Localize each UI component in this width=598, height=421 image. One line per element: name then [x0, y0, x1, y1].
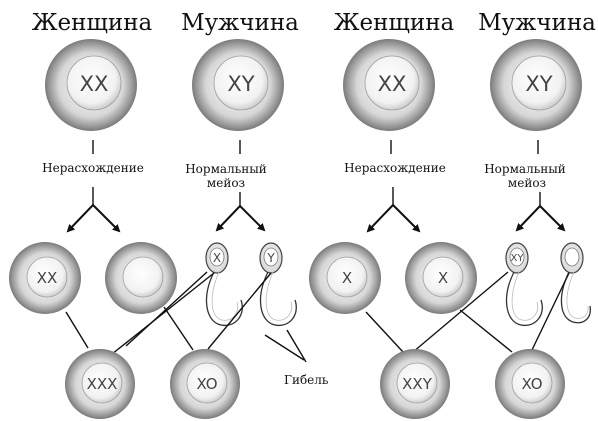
zygote-chromosome-label: XO — [196, 375, 217, 393]
sperm-cell: Y — [260, 243, 296, 325]
male-split-arrows — [217, 192, 264, 230]
egg-cell: XX — [9, 242, 81, 314]
sperm-chromosome-label: X — [213, 251, 221, 265]
egg-cell: X — [405, 242, 477, 314]
sperm-cell: XY — [506, 243, 542, 325]
zygote-cell: XO — [495, 349, 565, 419]
female-chromosome-label: XX — [378, 72, 407, 96]
egg-chromosome-label: X — [438, 269, 448, 287]
female-chromosome-label: XX — [80, 72, 109, 96]
male-title: Мужчина — [478, 10, 596, 36]
male-process-label-line2: мейоз — [207, 176, 245, 190]
male-parent-cell: XY — [192, 39, 284, 131]
male-chromosome-label: XY — [525, 72, 552, 96]
male-process-label-line1: Нормальный — [185, 162, 267, 176]
female-title: Женщина — [334, 10, 455, 36]
female-split-arrows — [368, 187, 419, 231]
female-split-arrows — [68, 187, 119, 231]
panel-2: Женщина Мужчина XX XY Нерасхождение Норм… — [309, 10, 596, 419]
zygote-cell: XXX — [65, 349, 135, 419]
zygote-cell: XO — [170, 349, 240, 419]
female-process-label: Нерасхождение — [344, 161, 446, 175]
sperm-cell-empty — [561, 243, 590, 323]
panel-1: Женщина Мужчина XX XY Нерасхождение Норм… — [9, 10, 329, 419]
sperm-chromosome-label: Y — [266, 251, 275, 265]
egg-cell: X — [309, 242, 381, 314]
death-label: Гибель — [284, 373, 329, 387]
male-process-label-line2: мейоз — [508, 176, 546, 190]
zygote-cell: XXY — [380, 349, 450, 419]
male-process-label-line1: Нормальный — [484, 162, 566, 176]
female-title: Женщина — [32, 10, 153, 36]
female-process-label: Нерасхождение — [42, 161, 144, 175]
egg-cell-empty — [105, 242, 177, 314]
male-parent-cell: XY — [490, 39, 582, 131]
zygote-chromosome-label: XO — [521, 375, 542, 393]
male-split-arrows — [517, 192, 564, 230]
male-title: Мужчина — [181, 10, 299, 36]
male-chromosome-label: XY — [227, 72, 254, 96]
egg-chromosome-label: X — [342, 269, 352, 287]
sperm-cell: X — [206, 243, 242, 325]
zygote-chromosome-label: XXX — [87, 375, 118, 393]
egg-chromosome-label: XX — [37, 269, 58, 287]
sperm-chromosome-label: XY — [511, 253, 525, 264]
female-parent-cell: XX — [45, 39, 137, 131]
zygote-chromosome-label: XXY — [402, 375, 433, 393]
female-parent-cell: XX — [343, 39, 435, 131]
